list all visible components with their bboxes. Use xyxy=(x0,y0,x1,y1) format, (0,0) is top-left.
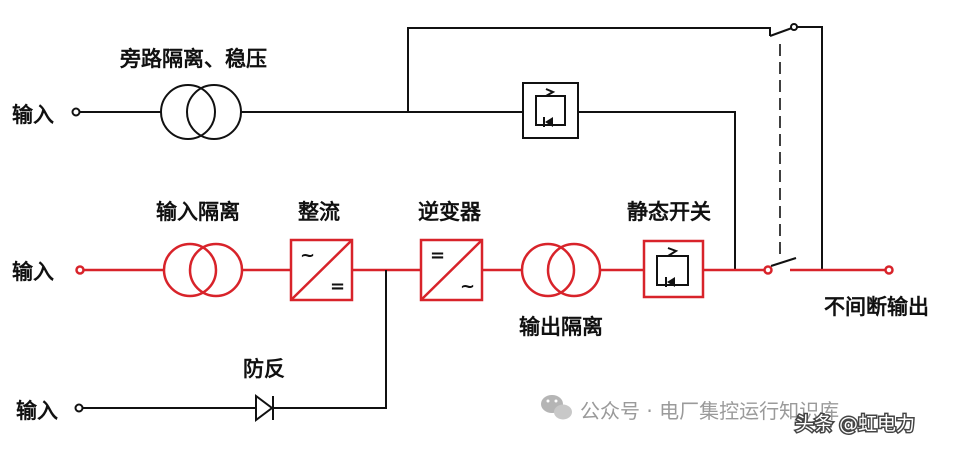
inverter-dc-symbol: = xyxy=(430,245,445,266)
label-rectifier: 整流 xyxy=(298,200,340,224)
bypass-static-switch xyxy=(522,82,579,139)
label-output-isolation: 输出隔离 xyxy=(519,315,603,339)
bypass-transformer xyxy=(160,84,242,140)
label-ups-output: 不间断输出 xyxy=(824,295,929,319)
anti-reverse-diode xyxy=(255,394,274,422)
inverter-block: = ~ xyxy=(419,238,484,302)
toutiao-watermark: 头条 @虹电力 xyxy=(794,412,917,437)
toutiao-watermark-text: 头条 @虹电力 xyxy=(795,413,915,435)
label-input-bottom: 输入 xyxy=(16,399,58,423)
static-switch-block xyxy=(642,239,705,299)
inverter-ac-symbol: ~ xyxy=(460,276,475,297)
main-input-terminal xyxy=(75,265,85,275)
bypass-path xyxy=(71,23,823,270)
wechat-watermark: 公众号 · 电厂集控运行知识库 xyxy=(541,395,839,423)
output-isolation-transformer xyxy=(520,242,602,298)
bypass-input-terminal xyxy=(71,107,81,117)
label-input-isolation: 输入隔离 xyxy=(156,200,240,224)
label-inverter: 逆变器 xyxy=(418,200,482,224)
input-isolation-transformer xyxy=(162,242,244,298)
battery-input-terminal xyxy=(74,403,84,413)
output-transfer-switch xyxy=(763,257,894,275)
label-input-mid: 输入 xyxy=(12,260,54,284)
manual-bypass-switch xyxy=(769,23,823,270)
wechat-icon xyxy=(541,395,572,420)
label-static-switch: 静态开关 xyxy=(627,200,711,224)
battery-path xyxy=(74,270,387,422)
rectifier-dc-symbol: = xyxy=(330,276,345,297)
label-input-top: 输入 xyxy=(12,103,54,127)
rectifier-ac-symbol: ~ xyxy=(300,245,315,266)
main-path: ~ = = ~ xyxy=(75,238,894,302)
rectifier-block: ~ = xyxy=(289,238,354,302)
label-bypass: 旁路隔离、稳压 xyxy=(119,47,267,71)
label-anti-reverse: 防反 xyxy=(243,357,285,381)
ups-output-terminal xyxy=(884,265,894,275)
wechat-watermark-text: 公众号 · 电厂集控运行知识库 xyxy=(580,399,839,423)
